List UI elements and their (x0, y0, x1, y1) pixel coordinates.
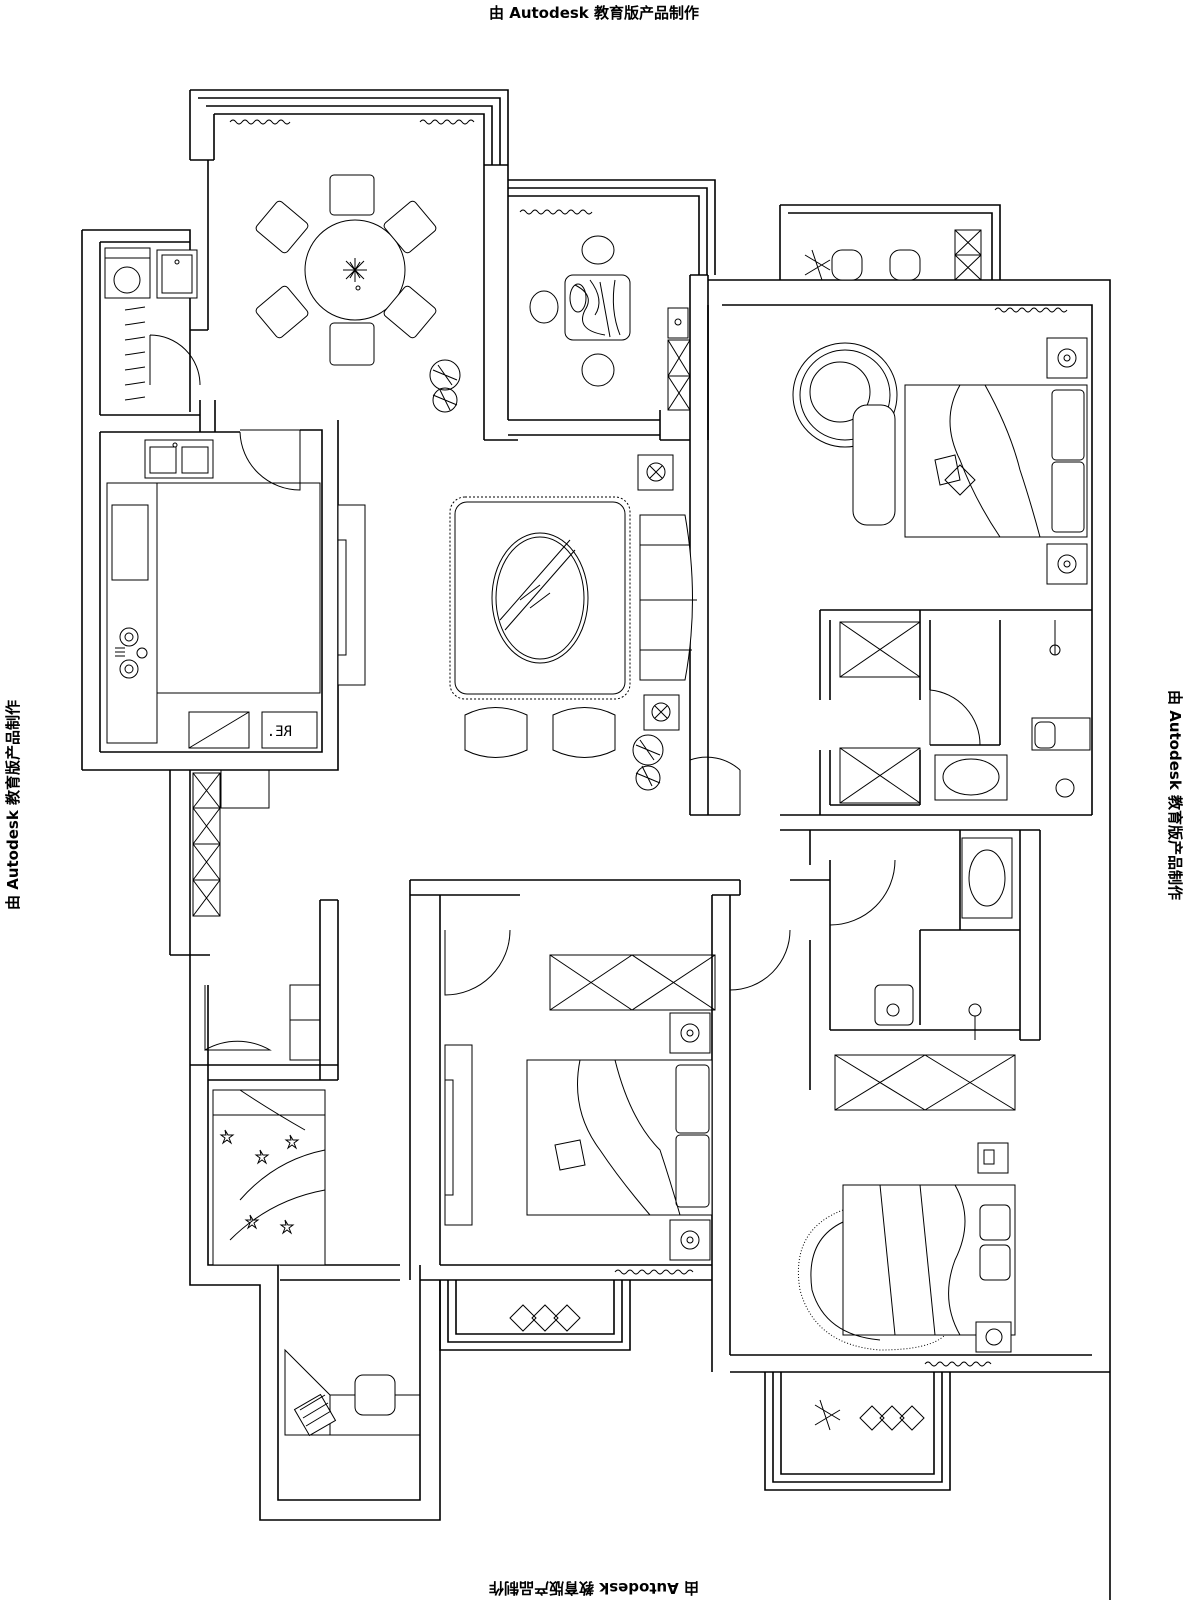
dining-table (305, 220, 405, 320)
right-balcony-decor (815, 1400, 924, 1430)
side-tables (638, 455, 679, 730)
doors (150, 335, 980, 1050)
child-corridor-cabinet (290, 985, 320, 1060)
right-nightstands (976, 1143, 1011, 1352)
center-bed (527, 1060, 712, 1215)
watermark-top: 由 Autodesk 教育版产品制作 (488, 4, 700, 22)
rug (450, 497, 630, 699)
child-desk (285, 1350, 420, 1435)
kitchen-counter (107, 483, 320, 743)
armchairs (465, 708, 615, 758)
stove (115, 628, 147, 678)
tv-cabinet (338, 505, 365, 685)
tea-table (565, 275, 630, 340)
curtains (230, 120, 1067, 1366)
tea-seats (530, 236, 614, 386)
master-nightstands (1047, 338, 1087, 584)
master-bed (905, 385, 1087, 537)
master-closets (840, 622, 920, 803)
coffee-table (492, 533, 588, 663)
kitchen-sink (145, 440, 213, 478)
dining-chairs (254, 175, 437, 365)
kitchen-cabinet (189, 712, 249, 748)
dining-plant (430, 360, 460, 412)
hatched-mat (221, 770, 269, 808)
right-round-rug (798, 1210, 945, 1350)
fridge-label: RE. (267, 724, 292, 740)
right-bed (843, 1185, 1015, 1335)
fridge: RE. (262, 712, 317, 748)
master-bath (935, 620, 1090, 800)
sofa (640, 515, 697, 680)
center-wardrobe (550, 955, 715, 1010)
center-nightstands (670, 1013, 710, 1260)
tea-sink-cabinet (668, 308, 690, 410)
drying-rack (125, 307, 145, 400)
washing-machine (105, 248, 197, 298)
center-tv-cabinet (445, 1045, 472, 1225)
lounge-chair (793, 343, 897, 525)
second-bath (835, 838, 1015, 1110)
center-balcony-cushions (510, 1305, 580, 1331)
living-plant (633, 735, 663, 790)
balcony-chairs (805, 230, 981, 280)
child-bed (213, 1090, 325, 1265)
corridor-cabinets (193, 773, 220, 916)
